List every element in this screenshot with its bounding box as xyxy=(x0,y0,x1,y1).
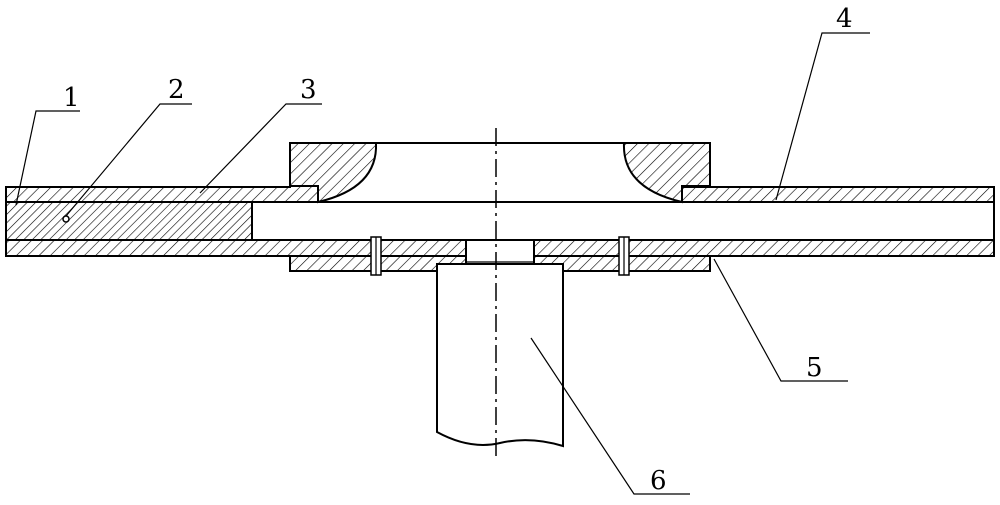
upper-plate-left xyxy=(6,186,318,202)
hole-marker xyxy=(63,216,69,222)
label-6: 6 xyxy=(650,466,667,496)
solid-insert xyxy=(6,202,252,240)
label-1: 1 xyxy=(63,83,80,113)
bolt-left xyxy=(371,237,381,275)
upper-plate-right xyxy=(682,187,994,202)
label-4: 4 xyxy=(836,4,853,34)
bolt-right xyxy=(619,237,629,275)
label-5: 5 xyxy=(806,353,823,383)
label-3: 3 xyxy=(300,75,317,105)
label-2: 2 xyxy=(168,75,185,105)
shaft xyxy=(437,264,563,446)
